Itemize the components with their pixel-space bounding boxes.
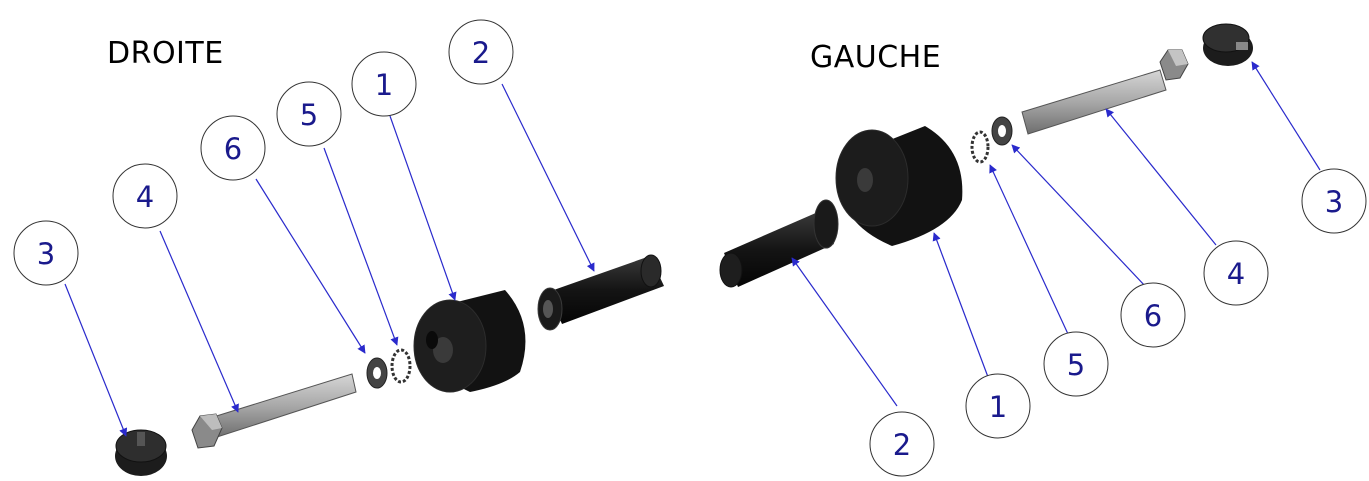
leader-line — [323, 147, 399, 346]
balloon-label: 6 — [224, 132, 242, 166]
leader-line — [159, 230, 239, 413]
balloon-label: 5 — [1067, 348, 1085, 382]
balloon-gauche-3: 3 — [1301, 168, 1367, 234]
balloon-droite-6: 6 — [200, 115, 266, 181]
droite-lock-washer — [390, 348, 412, 384]
droite-slider-body — [413, 290, 526, 393]
leader-line — [255, 178, 366, 354]
balloon-label: 3 — [37, 237, 55, 271]
balloon-label: 5 — [300, 98, 318, 132]
gauche-slider-body — [835, 126, 963, 246]
panel-title-gauche: GAUCHE — [810, 40, 942, 75]
balloon-label: 3 — [1325, 185, 1343, 219]
balloon-label: 2 — [893, 428, 911, 462]
balloon-droite-3: 3 — [13, 220, 79, 286]
droite-assembly: 3 4 6 5 1 2 — [13, 19, 664, 476]
gauche-flat-washer — [991, 116, 1013, 146]
balloon-gauche-5: 5 — [1043, 331, 1109, 397]
leader-line — [989, 164, 1069, 335]
gauche-assembly: 2 1 5 6 4 3 — [719, 23, 1367, 477]
leader-line — [501, 83, 595, 272]
leader-line — [791, 257, 898, 407]
balloon-droite-4: 4 — [112, 163, 178, 229]
balloon-gauche-4: 4 — [1203, 240, 1269, 306]
gauche-hex-bolt — [1021, 49, 1189, 135]
gauche-spacer-tube — [719, 199, 839, 288]
droite-spacer-tube — [537, 254, 664, 331]
balloon-label: 2 — [472, 36, 490, 70]
droite-hex-bolt — [191, 373, 357, 449]
droite-flat-washer — [366, 357, 388, 389]
gauche-lock-washer — [970, 130, 990, 164]
balloon-label: 4 — [1227, 257, 1245, 291]
balloon-droite-2: 2 — [448, 19, 514, 85]
panel-title-droite: DROITE — [107, 36, 224, 71]
balloon-label: 6 — [1144, 299, 1162, 333]
balloon-label: 4 — [136, 180, 154, 214]
droite-end-cap — [115, 429, 167, 476]
balloon-gauche-6: 6 — [1120, 282, 1186, 348]
gauche-end-cap — [1202, 23, 1253, 66]
leader-line — [1251, 61, 1321, 171]
leader-line — [64, 283, 128, 437]
balloon-droite-5: 5 — [276, 81, 342, 147]
leader-line — [932, 232, 989, 378]
balloon-droite-1: 1 — [351, 51, 417, 117]
balloon-label: 1 — [989, 390, 1007, 424]
leader-line — [1011, 144, 1147, 288]
leader-line — [1105, 108, 1217, 246]
balloon-gauche-2: 2 — [869, 411, 935, 477]
leader-line — [389, 115, 457, 301]
balloon-gauche-1: 1 — [965, 373, 1031, 439]
balloon-label: 1 — [375, 68, 393, 102]
